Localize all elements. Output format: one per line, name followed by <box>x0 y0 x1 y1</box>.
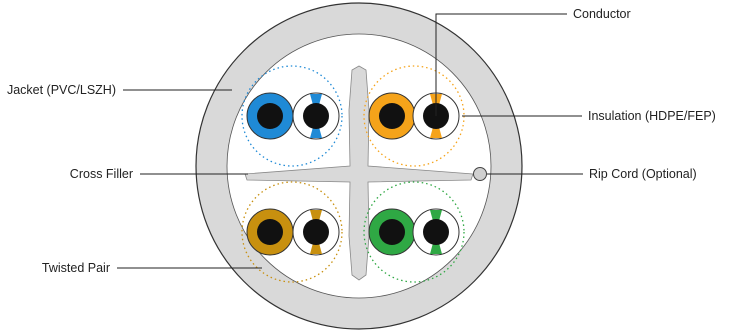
brown-pair-stripe-top <box>310 210 322 221</box>
brown-pair <box>241 181 343 283</box>
rip-cord-label: Rip Cord (Optional) <box>589 167 697 181</box>
green-pair <box>363 181 465 283</box>
brown-pair-striped-conductor <box>303 219 329 245</box>
green-pair-twist-outline <box>363 181 465 283</box>
twisted-pair-label: Twisted Pair <box>42 261 110 275</box>
insulation-label: Insulation (HDPE/FEP) <box>588 109 716 123</box>
conductor-leader <box>435 13 567 116</box>
green-pair-stripe-bottom <box>430 243 442 254</box>
leader-lines <box>117 13 583 269</box>
blue-pair-stripe-top <box>310 94 322 105</box>
blue-pair-striped-conductor <box>303 103 329 129</box>
rip-cord <box>473 167 487 181</box>
green-pair-solid-conductor <box>379 219 405 245</box>
green-pair-stripe-top <box>430 210 442 221</box>
twisted-pairs <box>241 65 465 283</box>
brown-pair-twist-outline <box>241 181 343 283</box>
cross-filler <box>244 65 474 281</box>
blue-pair-twist-outline <box>241 65 343 167</box>
orange-pair-stripe-bottom <box>430 127 442 138</box>
orange-pair-solid-conductor <box>379 103 405 129</box>
brown-pair-stripe-bottom <box>310 243 322 254</box>
brown-pair-solid-conductor <box>257 219 283 245</box>
green-pair-striped-conductor <box>423 219 449 245</box>
blue-pair <box>241 65 343 167</box>
jacket-label: Jacket (PVC/LSZH) <box>7 83 116 97</box>
blue-pair-stripe-bottom <box>310 127 322 138</box>
conductor-label: Conductor <box>573 7 631 21</box>
blue-pair-solid-conductor <box>257 103 283 129</box>
cross-filler-label: Cross Filler <box>70 167 133 181</box>
